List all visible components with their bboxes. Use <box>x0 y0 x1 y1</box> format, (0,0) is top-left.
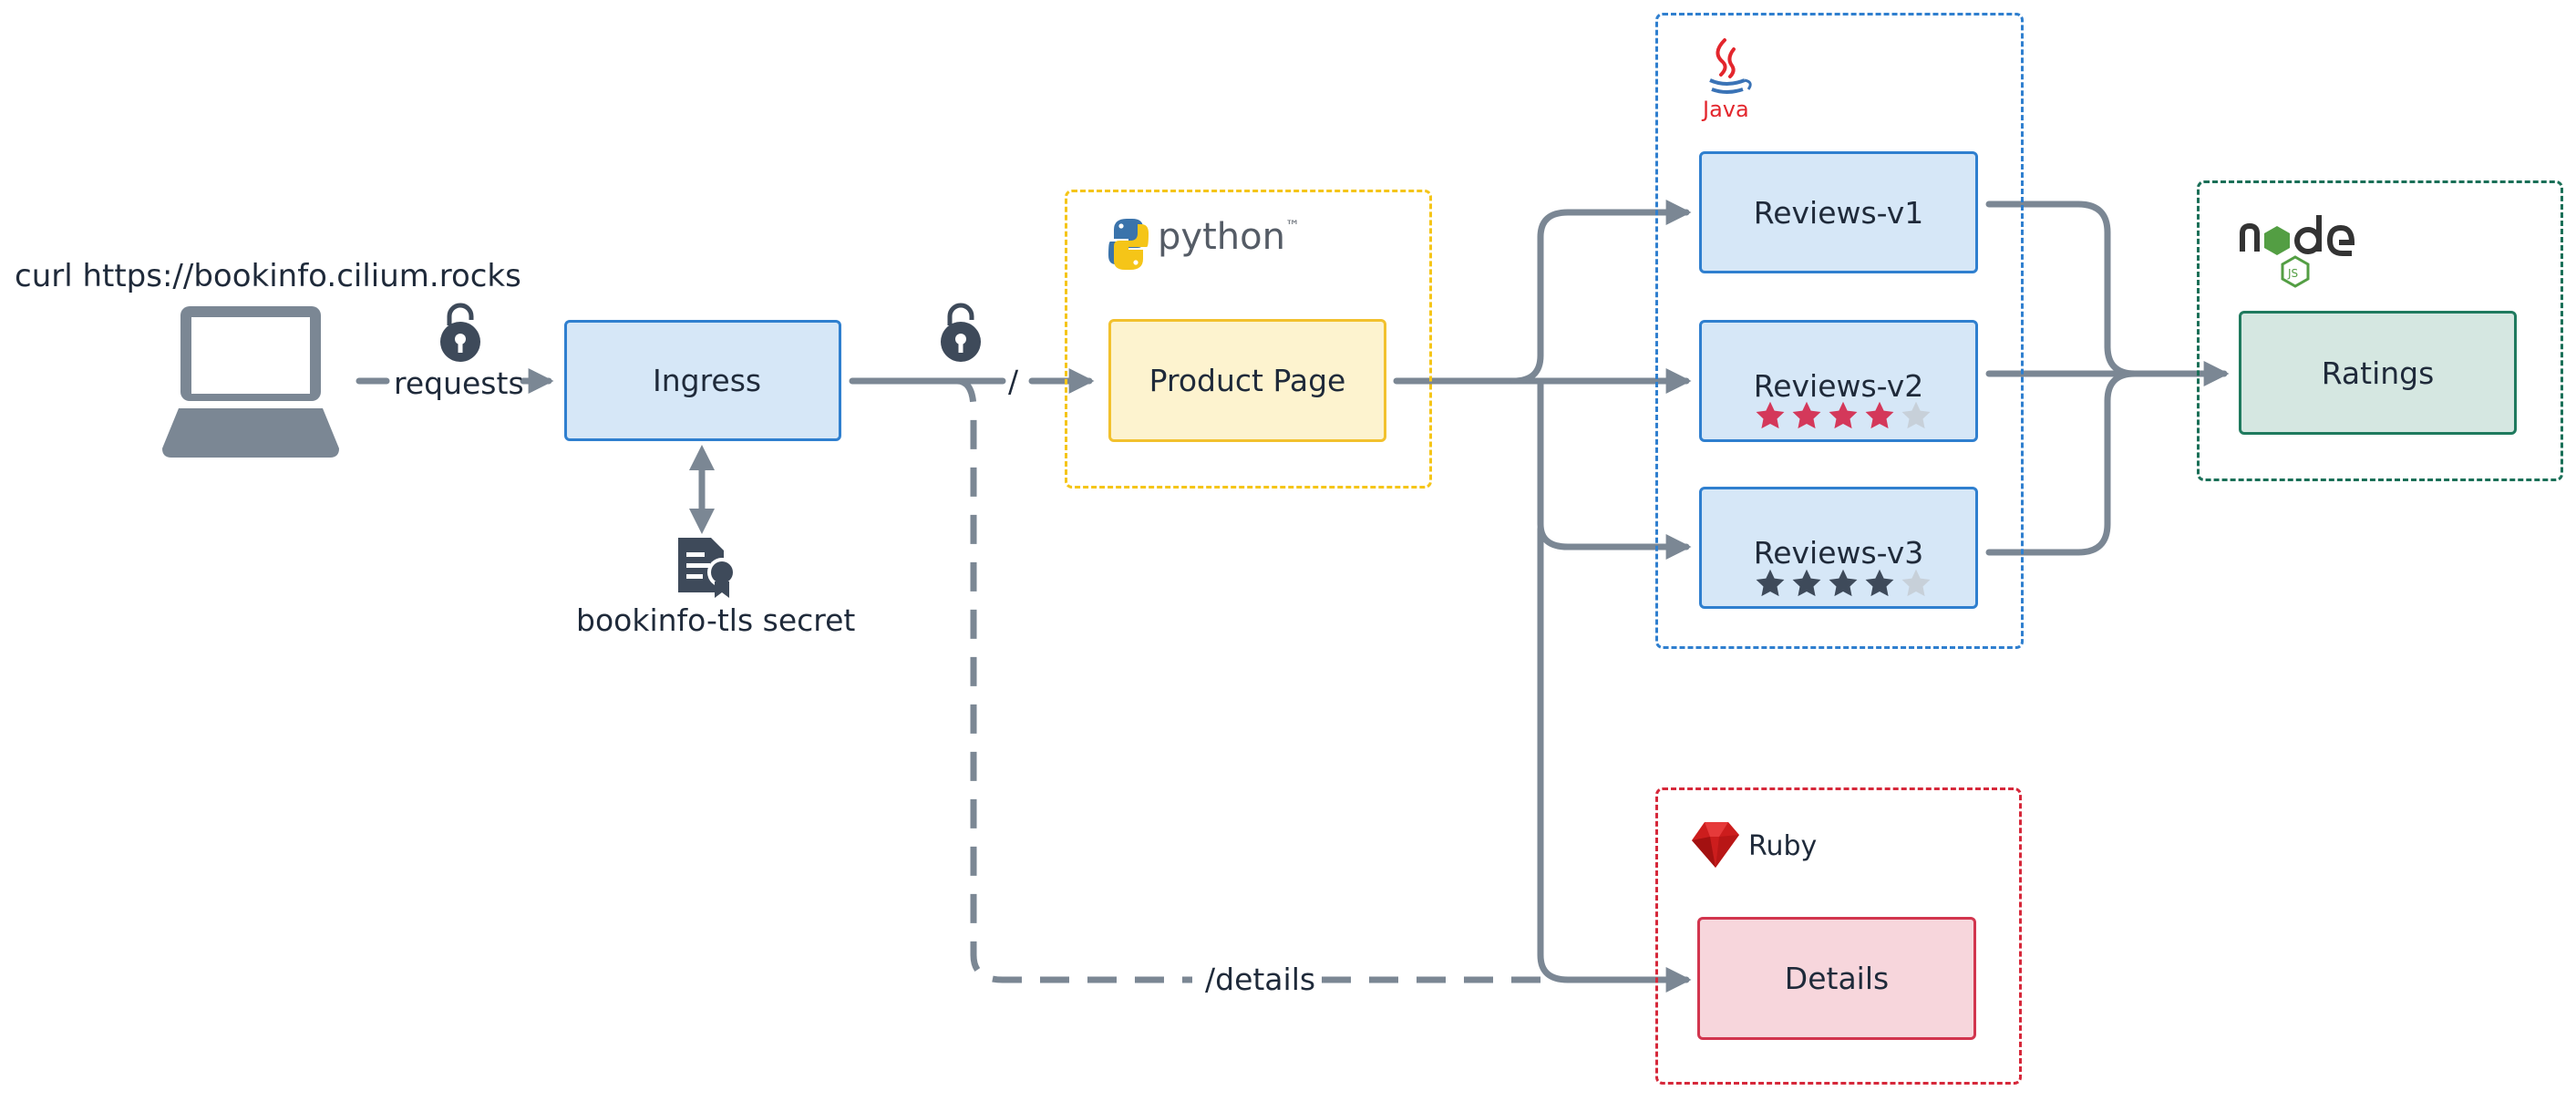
ruby-logo-icon <box>1692 822 1739 868</box>
certificate-icon <box>678 538 737 598</box>
ingress-label: Ingress <box>653 363 762 398</box>
ruby-group-label: Ruby <box>1748 830 1818 862</box>
root-path-label: / <box>1008 364 1019 399</box>
java-group-label: Java <box>1703 97 1749 122</box>
filled-star-icon <box>1865 569 1894 597</box>
svg-text:JS: JS <box>2287 267 2298 280</box>
lock-icon-requests <box>440 303 480 362</box>
details-path-label: /details <box>1205 962 1316 997</box>
java-group <box>1655 13 2024 649</box>
requests-label: requests <box>394 365 524 401</box>
edge-reviews-to-ratings <box>1985 201 2230 556</box>
secret-label: bookinfo-tls secret <box>576 602 856 638</box>
ingress-node[interactable]: Ingress <box>564 320 841 441</box>
python-group-label: python™ <box>1158 216 1300 258</box>
reviews-v3-rating <box>1754 567 1932 600</box>
filled-star-icon <box>1829 569 1858 597</box>
filled-star-icon <box>1829 401 1858 429</box>
filled-star-icon <box>1865 401 1894 429</box>
details-node[interactable]: Details <box>1697 917 1976 1040</box>
empty-star-icon <box>1901 569 1931 597</box>
reviews-v1-node[interactable]: Reviews-v1 <box>1699 151 1978 273</box>
node-group <box>2197 180 2563 481</box>
filled-star-icon <box>1792 569 1821 597</box>
client-label: curl https://bookinfo.cilium.rocks <box>15 258 521 294</box>
ruby-group <box>1655 787 2022 1085</box>
java-logo-icon <box>1709 38 1752 94</box>
nodejs-logo-icon: JS <box>2240 215 2355 288</box>
laptop-icon <box>162 306 339 458</box>
edge-ingress-to-details-dashed <box>956 377 1550 983</box>
python-logo-icon <box>1108 219 1149 270</box>
filled-star-icon <box>1792 401 1821 429</box>
ratings-node[interactable]: Ratings <box>2239 311 2517 435</box>
filled-star-icon <box>1756 401 1785 429</box>
productpage-node[interactable]: Product Page <box>1108 319 1386 442</box>
reviews-v1-label: Reviews-v1 <box>1753 194 1924 231</box>
empty-star-icon <box>1901 401 1931 429</box>
details-label: Details <box>1784 961 1890 996</box>
productpage-label: Product Page <box>1149 363 1346 398</box>
filled-star-icon <box>1756 569 1785 597</box>
reviews-v3-label: Reviews-v3 <box>1753 535 1924 571</box>
lock-icon-root-path <box>941 303 981 362</box>
reviews-v2-label: Reviews-v2 <box>1753 368 1924 404</box>
edge-productpage-fanout <box>1393 200 1692 993</box>
reviews-v2-rating <box>1754 399 1932 432</box>
python-group <box>1065 190 1432 489</box>
ratings-label: Ratings <box>2321 355 2435 391</box>
